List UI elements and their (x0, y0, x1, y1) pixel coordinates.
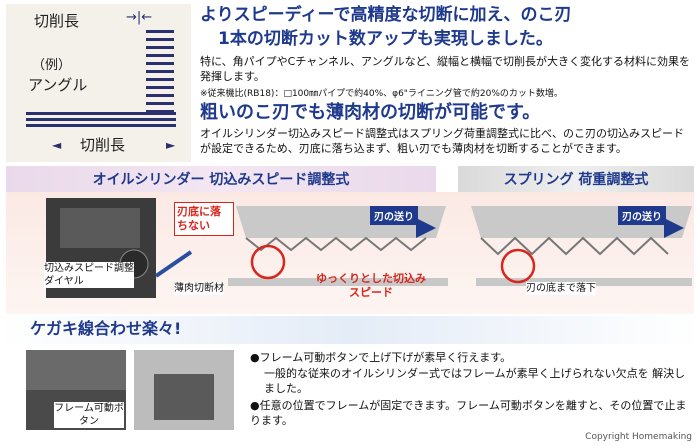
section2-heading: 粗いのこ刃でも薄肉材の切断が可能です。 (200, 102, 541, 123)
right-feed-label: 刃の送り (618, 206, 666, 225)
highlight-circle-icon (250, 244, 286, 280)
angle-base-stripes (26, 112, 176, 128)
section2-body: オイルシリンダー切込みスピード調整式はスプリング荷重調整式に比べ、のこ刃の切込み… (200, 127, 684, 155)
cut-length-bottom-label: 切削長 (80, 136, 126, 154)
cut-length-top-label: 切削長 (34, 12, 80, 30)
left-material (228, 278, 448, 286)
section3-heading: ケガキ線合わせ楽々! (30, 319, 182, 338)
falls-bottom-caption: 刃の底まで落下 (526, 282, 596, 295)
section1-note: ※従来機比(RB18)：□100㎜パイプで約40%、φ6"ライニング管で約20%… (200, 89, 563, 99)
no-fall-callout: 刃底に落ちない (174, 202, 234, 236)
arrow-right-icon: →|← (126, 10, 153, 25)
frame-button-caption: フレーム可動ボタン (54, 402, 124, 428)
saw-illustration: オイルシリンダー 切込みスピード調整式 スプリング 荷重調整式 刃の送り 刃の送… (6, 166, 694, 314)
feed-arrow-icon (416, 218, 436, 238)
right-blade-teeth (480, 236, 669, 256)
spring-banner: スプリング 荷重調整式 (458, 166, 694, 192)
highlight-circle-icon (500, 248, 536, 284)
angle-diagram: 切削長 →|← （例） アングル ◄ 切削長 ► (6, 4, 191, 162)
feed-arrow-icon (664, 218, 684, 238)
section1-body: 特に、角パイプやCチャンネル、アングルなど、縦幅と横幅で切削長が大きく変化する材… (200, 55, 691, 83)
left-feed-label: 刃の送り (370, 206, 418, 225)
section1-heading-line2: 1本の切断カット数アップも実現しました。 (218, 29, 553, 49)
oil-cylinder-banner: オイルシリンダー 切込みスピード調整式 (6, 166, 436, 192)
slow-speed-caption: ゆっくりとした切込みスピード (316, 272, 426, 299)
section3-header-band (0, 316, 700, 344)
machine-body (60, 208, 140, 248)
example-label: （例） (32, 58, 72, 73)
frame-button-photo: フレーム可動ボタン (26, 350, 126, 430)
thin-material-caption: 薄肉切断材 (174, 282, 224, 295)
arrow-left-icon: ◄ (52, 138, 62, 152)
copyright: Copyright Homemaking (585, 432, 692, 442)
bullet-one: ●フレーム可動ボタンで上げ下げが素早く行えます。 (250, 351, 512, 364)
angle-label: アングル (28, 76, 88, 94)
dial-caption: 切込みスピード調整ダイヤル (44, 262, 134, 288)
left-blade-teeth (245, 236, 427, 252)
bullet-one-sub: 一般的な従来のオイルシリンダー式ではフレームが素早く上げられない欠点を 解決しま… (264, 367, 686, 395)
bullet-two: ●任意の位置でフレームが固定できます。フレーム可動ボタンを離すと、その位置で止ま… (250, 399, 687, 427)
arrow-right-icon: ► (166, 138, 176, 152)
saw-graphic (46, 198, 692, 298)
pointer-arrow-icon (154, 250, 193, 278)
frame-photo (134, 350, 234, 430)
section1-heading-line1: よりスピーディーで高精度な切断に加え、のこ刃 (200, 5, 572, 25)
